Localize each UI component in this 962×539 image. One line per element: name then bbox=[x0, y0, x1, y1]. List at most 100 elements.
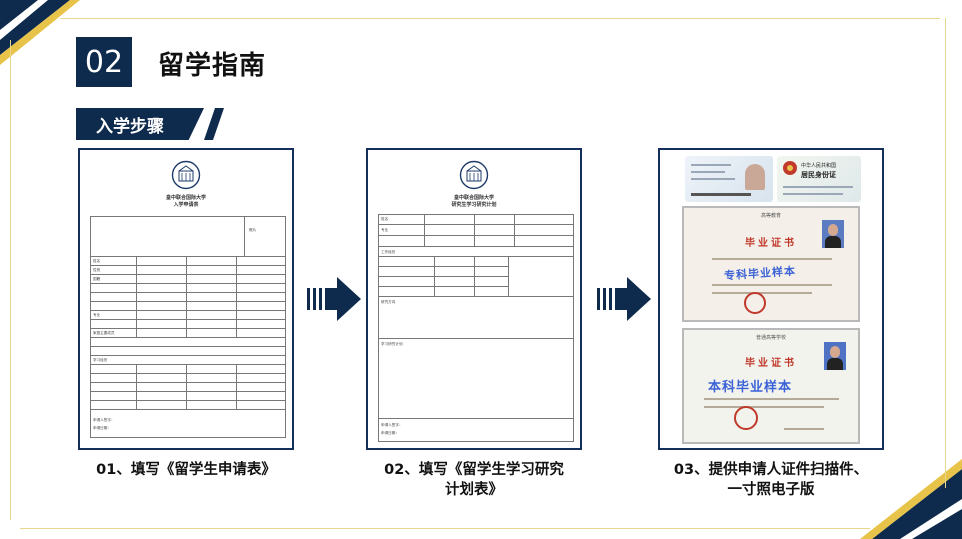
table-line bbox=[378, 214, 574, 215]
table-line bbox=[90, 364, 286, 365]
table-line bbox=[424, 214, 425, 246]
banner-slash-decoration bbox=[204, 108, 224, 140]
arrow-right-icon bbox=[597, 277, 651, 321]
arrow-right-icon bbox=[307, 277, 361, 321]
field-label: 工作经历 bbox=[381, 250, 396, 254]
table-line bbox=[378, 441, 574, 442]
step-caption: 01、填写《留学生申请表》 bbox=[78, 460, 294, 480]
table-line bbox=[378, 214, 379, 442]
table-line bbox=[378, 418, 574, 419]
frame-line bbox=[945, 18, 946, 488]
field-label: 姓名 bbox=[93, 259, 101, 263]
corner-decoration-bottom-right bbox=[860, 459, 962, 539]
table-line bbox=[186, 256, 187, 337]
id-back-title: 中华人民共和国 bbox=[801, 163, 837, 169]
official-seal bbox=[734, 406, 758, 430]
university-logo-icon bbox=[459, 160, 489, 190]
field-label: 学习经历 bbox=[93, 358, 108, 362]
field-label: 性别 bbox=[93, 268, 101, 272]
field-label: 专业 bbox=[93, 313, 101, 317]
table-line bbox=[90, 319, 286, 320]
id-card-back: 中华人民共和国 居民身份证 bbox=[777, 156, 861, 202]
field-label: 国籍 bbox=[93, 277, 101, 281]
form-title: 皇中联合国际大学 bbox=[165, 195, 206, 201]
table-line bbox=[244, 216, 245, 256]
photo-portrait bbox=[745, 164, 765, 190]
form-subtitle: 研究生学习研究计划 bbox=[451, 202, 497, 208]
cert-title: 毕业证书 bbox=[745, 238, 797, 249]
emblem-icon bbox=[783, 161, 797, 175]
table-line bbox=[90, 382, 286, 383]
table-line bbox=[90, 437, 286, 438]
frame-line bbox=[10, 40, 11, 520]
photo-portrait bbox=[822, 220, 844, 248]
field-label: 学习研究计划 bbox=[381, 342, 403, 346]
table-line bbox=[90, 292, 286, 293]
table-line bbox=[90, 337, 286, 338]
photo-label: 照片 bbox=[249, 228, 257, 232]
table-line bbox=[186, 364, 187, 409]
cert-title: 毕业证书 bbox=[745, 358, 797, 369]
table-line bbox=[90, 265, 286, 266]
field-label: 申请日期： bbox=[381, 431, 399, 435]
table-line bbox=[90, 373, 286, 374]
diploma-certificate: 高等教育 毕业证书 专科毕业样本 bbox=[682, 206, 860, 322]
id-back-subtitle: 居民身份证 bbox=[801, 171, 836, 179]
frame-line bbox=[60, 18, 940, 19]
field-label: 申请人签字： bbox=[93, 418, 115, 422]
table-line bbox=[378, 266, 508, 267]
table-line bbox=[90, 391, 286, 392]
table-line bbox=[378, 224, 574, 225]
step-caption-text: 一寸照电子版 bbox=[727, 482, 815, 498]
step-caption-text: 计划表》 bbox=[445, 482, 503, 498]
table-line bbox=[378, 235, 574, 236]
step-caption-text: 02、填写《留学生学习研究 bbox=[384, 462, 564, 478]
table-line bbox=[378, 338, 574, 339]
application-form-image: 皇中联合国际大学 入学申请表 照片 姓名 性别 国籍 专业 家庭主要成员 学习经… bbox=[78, 148, 294, 450]
table-line bbox=[514, 214, 515, 246]
university-logo-icon bbox=[171, 160, 201, 190]
table-line bbox=[236, 256, 237, 337]
official-seal bbox=[744, 292, 766, 314]
cert-watermark: 本科毕业样本 bbox=[708, 380, 793, 395]
frame-line bbox=[20, 528, 870, 529]
corner-decoration-top-left bbox=[0, 0, 80, 65]
page-title: 留学指南 bbox=[158, 51, 267, 81]
table-line bbox=[90, 400, 286, 401]
documents-scan-image: 中华人民共和国 居民身份证 高等教育 毕业证书 专科毕业样本 普通高等学校 毕业… bbox=[658, 148, 884, 450]
table-line bbox=[90, 216, 286, 217]
step-caption: 03、提供申请人证件扫描件、 一寸照电子版 bbox=[648, 460, 894, 500]
section-number: 02 bbox=[76, 37, 132, 87]
field-label: 申请人签字： bbox=[381, 423, 403, 427]
table-line bbox=[573, 214, 574, 442]
table-line bbox=[90, 409, 286, 410]
form-subtitle: 入学申请表 bbox=[173, 202, 199, 208]
table-line bbox=[434, 256, 435, 296]
table-line bbox=[90, 328, 286, 329]
table-line bbox=[90, 283, 286, 284]
form-title: 皇中联合国际大学 bbox=[453, 195, 494, 201]
field-label: 家庭主要成员 bbox=[93, 331, 115, 335]
id-card-front bbox=[685, 156, 773, 202]
table-line bbox=[90, 346, 286, 347]
field-label: 研究方向 bbox=[381, 300, 396, 304]
table-line bbox=[285, 216, 286, 438]
cert-watermark: 专科毕业样本 bbox=[723, 264, 797, 283]
table-line bbox=[378, 286, 508, 287]
diploma-certificate: 普通高等学校 毕业证书 本科毕业样本 bbox=[682, 328, 860, 444]
table-line bbox=[90, 216, 91, 438]
table-line bbox=[90, 256, 286, 257]
table-line bbox=[136, 256, 137, 337]
table-line bbox=[508, 256, 509, 296]
table-line bbox=[90, 310, 286, 311]
photo-portrait bbox=[824, 342, 846, 370]
table-line bbox=[474, 214, 475, 246]
step-caption-text: 03、提供申请人证件扫描件、 bbox=[673, 462, 869, 478]
table-line bbox=[90, 355, 286, 356]
study-plan-form-image: 皇中联合国际大学 研究生学习研究计划 姓名 专业 工作经历 研究方向 学习研究计… bbox=[366, 148, 582, 450]
table-line bbox=[90, 301, 286, 302]
table-line bbox=[378, 296, 574, 297]
cert-header: 高等教育 bbox=[760, 213, 781, 219]
table-line bbox=[474, 256, 475, 296]
cert-header: 普通高等学校 bbox=[755, 335, 786, 341]
